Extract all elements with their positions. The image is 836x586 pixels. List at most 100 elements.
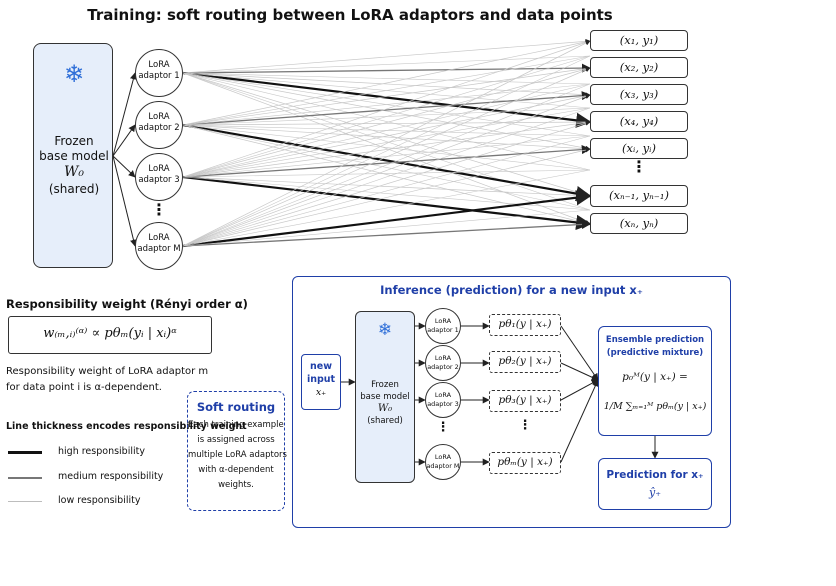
legend-line-low xyxy=(8,501,42,502)
adaptor-label: LoRA xyxy=(434,391,452,399)
pred-to-ensemble-arrow xyxy=(560,325,599,381)
base-model-label: base model xyxy=(360,392,410,402)
weak-edge xyxy=(182,107,591,247)
responsibility-desc-2: for data point i is α-dependent. xyxy=(6,382,162,393)
adaptor-label: LoRA xyxy=(434,354,452,362)
pred-vdots: ⋮ xyxy=(518,418,532,433)
weak-edge xyxy=(182,176,591,199)
lora-adaptor-3: LoRA adaptor 3 xyxy=(135,153,183,201)
adaptor-label: LoRA xyxy=(434,453,452,461)
prediction-yhat: ŷ₊ xyxy=(648,486,662,499)
adaptor-label: adaptor 2 xyxy=(138,123,180,133)
datapoint-3: (x₃, y₃) xyxy=(590,84,688,105)
legend-medium: medium responsibility xyxy=(58,471,164,482)
weak-edge xyxy=(182,67,591,247)
weak-edge xyxy=(182,72,591,151)
weak-edge xyxy=(182,55,591,126)
weak-edge xyxy=(182,119,591,126)
datapoint-vdots: ⋮ xyxy=(631,157,647,176)
weak-edge xyxy=(182,209,591,247)
datapoint-4: (x₄, y₄) xyxy=(590,111,688,132)
medium-edge xyxy=(182,91,591,126)
weak-edge xyxy=(182,72,591,225)
responsibility-heading: Responsibility weight (Rényi order α) xyxy=(6,297,248,311)
ensemble-box: Ensemble prediction (predictive mixture)… xyxy=(598,326,712,436)
shared-label: (shared) xyxy=(367,416,403,426)
pred-to-ensemble-arrow xyxy=(560,362,599,381)
medium-edge xyxy=(182,63,591,74)
soft-routing-line: Each training example xyxy=(188,420,284,430)
soft-routing-line: weights. xyxy=(218,480,254,490)
ensemble-title: Ensemble prediction xyxy=(605,335,705,345)
weak-edge xyxy=(182,83,591,126)
lora-adaptor-1: LoRA adaptor 1 xyxy=(135,49,183,97)
legend-line-medium xyxy=(8,477,42,479)
inf-adaptor-vdots: ⋮ xyxy=(436,420,450,435)
snowflake-icon: ❄ xyxy=(377,320,393,340)
frozen-base-model-inference: ❄ Frozen base model W₀ (shared) xyxy=(355,311,415,483)
adaptor-label: LoRA xyxy=(148,233,170,243)
new-input-box: new input x₊ xyxy=(301,354,341,410)
soft-routing-title: Soft routing xyxy=(196,400,276,414)
adaptor-vdots: ⋮ xyxy=(151,200,167,219)
adaptor-label: LoRA xyxy=(148,164,170,174)
soft-routing-line: multiple LoRA adaptors xyxy=(188,450,287,460)
weak-edge xyxy=(182,169,591,247)
weak-edge xyxy=(182,124,591,226)
pred-to-ensemble-arrow xyxy=(560,379,599,463)
adaptor-label: adaptor 1 xyxy=(427,325,459,334)
w0-label: W₀ xyxy=(63,164,84,180)
weak-edge xyxy=(182,83,591,178)
adaptor-label: adaptor 1 xyxy=(138,71,180,81)
adaptor-label: LoRA xyxy=(148,112,170,122)
adaptor-label: adaptor 3 xyxy=(138,175,180,185)
weak-edge xyxy=(182,55,591,178)
strong-edge xyxy=(182,123,592,202)
weak-edge xyxy=(182,124,591,211)
weak-edge xyxy=(182,169,591,178)
soft-routing-line: is assigned across xyxy=(197,435,275,445)
weak-edge xyxy=(182,55,591,247)
adaptor-label: adaptor M xyxy=(137,244,181,254)
inference-panel xyxy=(292,276,731,528)
adaptor-label: adaptor M xyxy=(426,461,460,470)
responsibility-formula: w₍ₘ,ᵢ₎⁽ᵅ⁾ ∝ pθₘ(yᵢ | xᵢ)ᵅ xyxy=(43,326,177,341)
inf-lora-adaptor-3: LoRA adaptor 3 xyxy=(425,382,461,418)
lora-adaptor-2: LoRA adaptor 2 xyxy=(135,101,183,149)
weak-edge xyxy=(182,124,591,152)
legend-high: high responsibility xyxy=(58,446,145,457)
shared-label: (shared) xyxy=(48,182,100,196)
inf-lora-adaptor-2: LoRA adaptor 2 xyxy=(425,345,461,381)
adaptor-label: LoRA xyxy=(148,60,170,70)
soft-routing-box: Soft routing Each training example is as… xyxy=(187,391,287,511)
new-input-var: x₊ xyxy=(315,387,327,398)
legend-low: low responsibility xyxy=(58,495,141,506)
weak-edge xyxy=(182,40,591,178)
prediction-title: Prediction for x₊ xyxy=(606,469,704,481)
legend-heading: Line thickness encodes responsibility we… xyxy=(6,421,247,432)
weak-edge xyxy=(182,93,591,178)
new-input-label: new xyxy=(310,361,332,372)
weak-edge xyxy=(182,66,591,126)
base-to-adaptor-arrow xyxy=(112,72,137,157)
datapoint-n: (xₙ, yₙ) xyxy=(590,213,688,234)
ensemble-eq-2: 1/M ∑ₘ₌₁ᴹ pθₘ(y | x₊) xyxy=(603,401,707,412)
weak-edge xyxy=(182,72,591,211)
adaptor-label: adaptor 2 xyxy=(427,362,459,371)
medium-edge xyxy=(182,145,591,178)
pred-box-2: pθ₂(y | x₊) xyxy=(489,351,561,373)
ensemble-eq-1: p₀ᴹ(y | x₊) = xyxy=(622,371,688,383)
weak-edge xyxy=(182,39,591,126)
weak-edge xyxy=(182,40,591,247)
base-to-adaptor-arrow xyxy=(112,155,137,247)
weak-edge xyxy=(182,83,591,247)
legend-line-high xyxy=(8,451,42,454)
base-to-adaptor-arrow xyxy=(112,124,136,157)
weak-edge xyxy=(182,124,591,171)
base-model-label: base model xyxy=(39,149,109,163)
base-to-adaptor-arrow xyxy=(112,155,136,178)
weak-edge xyxy=(182,135,591,247)
weak-edge xyxy=(182,147,591,247)
weak-edge xyxy=(182,72,591,85)
